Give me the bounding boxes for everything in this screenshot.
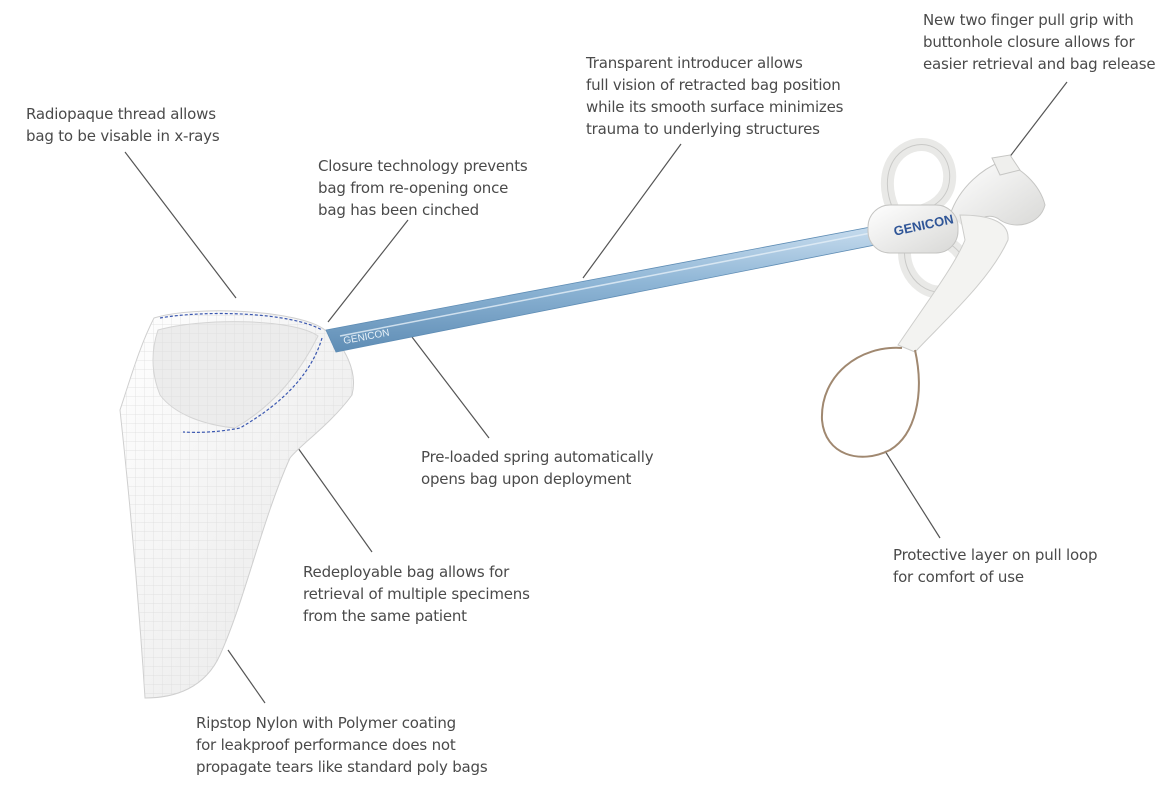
callout-ripstop-nylon: Ripstop Nylon with Polymer coating for l… — [196, 714, 488, 776]
callout-closure-technology: Closure technology prevents bag from re-… — [318, 157, 528, 219]
callout-pull-grip: New two finger pull grip with buttonhole… — [923, 11, 1156, 73]
handle-assembly: GENICON — [820, 138, 1046, 458]
leader-introducer — [582, 143, 682, 279]
leader-closure — [327, 219, 409, 323]
pull-loop-wire — [820, 346, 920, 458]
callout-transparent-introducer: Transparent introducer allows full visio… — [586, 54, 844, 138]
leader-radiopaque — [124, 151, 237, 299]
callout-redeployable-bag: Redeployable bag allows for retrieval of… — [303, 563, 530, 625]
leader-pull-grip — [1004, 81, 1068, 164]
leader-redeployable — [297, 447, 373, 553]
leader-spring — [411, 336, 490, 439]
leader-protective — [884, 450, 941, 539]
introducer-shaft: GENICON — [325, 225, 881, 353]
callout-preloaded-spring: Pre-loaded spring automatically opens ba… — [421, 448, 654, 488]
callout-protective-layer: Protective layer on pull loop for comfor… — [893, 546, 1098, 586]
leader-ripstop — [227, 649, 266, 704]
leader-lines — [124, 81, 1068, 704]
callout-radiopaque-thread: Radiopaque thread allows bag to be visab… — [26, 105, 220, 145]
specimen-bag — [119, 310, 354, 699]
radiopaque-thread — [159, 312, 323, 331]
